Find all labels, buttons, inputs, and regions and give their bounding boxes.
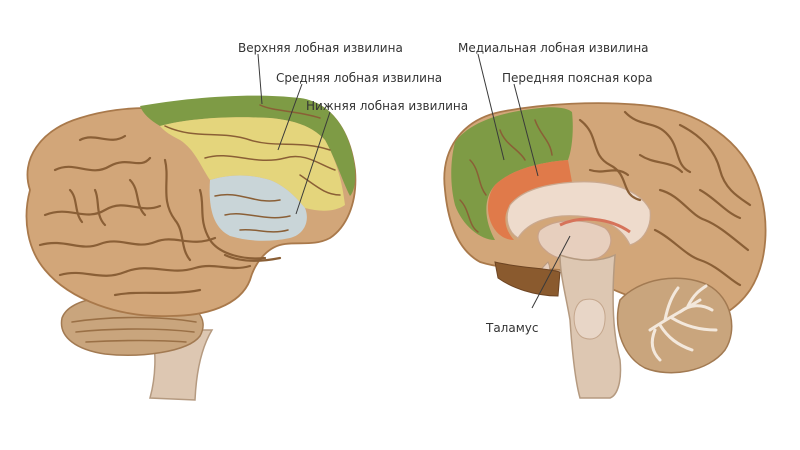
thalamus-region	[537, 220, 612, 262]
middle-frontal-gyrus-region	[160, 117, 345, 211]
label-inferior-frontal-gyrus: Нижняя лобная извилина	[306, 99, 468, 113]
label-superior-frontal-gyrus: Верхняя лобная извилина	[238, 41, 403, 55]
corpus-callosum	[506, 181, 651, 246]
anterior-cingulate-region	[487, 160, 572, 240]
arbor-vitae	[648, 284, 718, 362]
label-middle-frontal-gyrus: Средняя лобная извилина	[276, 71, 442, 85]
lateral-sulci	[38, 134, 282, 297]
label-thalamus: Таламус	[485, 321, 538, 335]
label-medial-frontal-gyrus: Медиальная лобная извилина	[458, 41, 649, 55]
medial-brain-view: Медиальная лобная извилина Передняя пояс…	[443, 41, 767, 399]
medial-cerebellum	[616, 277, 733, 374]
medial-frontal-gyrus-region	[451, 107, 573, 240]
lateral-brain-view: Верхняя лобная извилина Средняя лобная и…	[25, 41, 468, 401]
label-anterior-cingulate-cortex: Передняя поясная кора	[502, 71, 653, 85]
medial-sulci	[578, 110, 752, 287]
inferior-frontal-gyrus-region	[209, 175, 307, 241]
superior-frontal-gyrus-region	[140, 95, 356, 196]
orbital-region	[494, 261, 561, 297]
